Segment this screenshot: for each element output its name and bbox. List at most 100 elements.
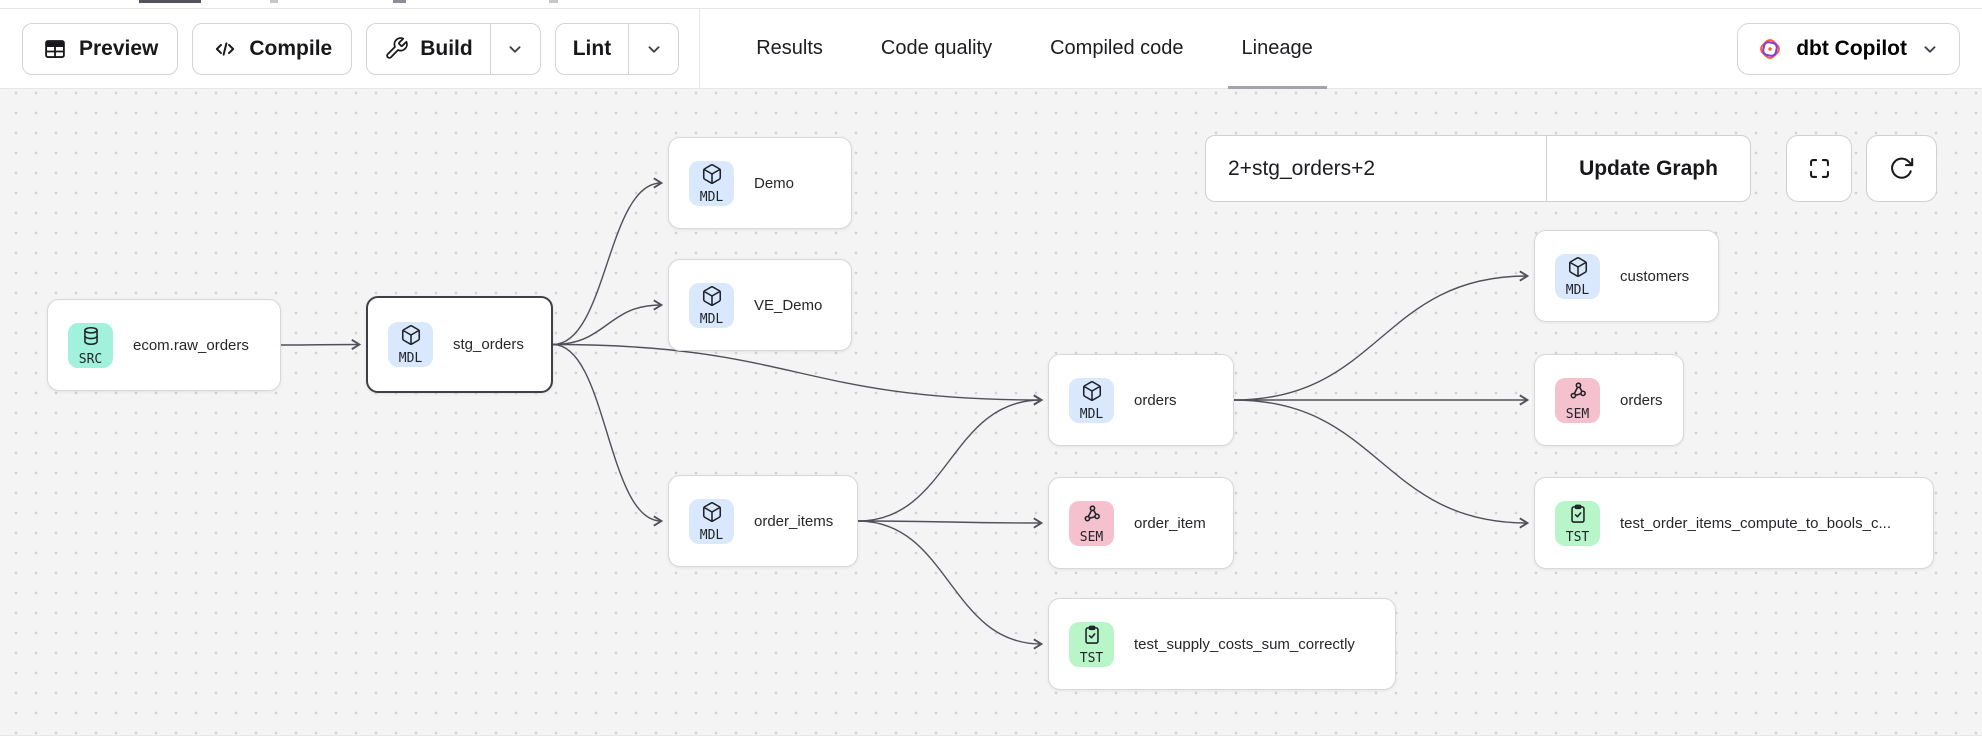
dbt-copilot-label: dbt Copilot <box>1796 36 1907 60</box>
lint-button-label: Lint <box>572 36 612 60</box>
code-icon <box>212 36 238 62</box>
lineage-node-stg_orders[interactable]: MDL stg_orders <box>366 296 553 393</box>
chevron-down-icon <box>643 38 665 60</box>
build-button[interactable]: Build <box>367 24 490 74</box>
lineage-node-VE_Demo[interactable]: MDL VE_Demo <box>668 259 852 351</box>
node-label: VE_Demo <box>754 296 823 314</box>
cube-icon <box>701 163 723 190</box>
tab-code-quality[interactable]: Code quality <box>880 37 993 59</box>
mdl-badge: MDL <box>1069 377 1114 423</box>
top-strip-mark <box>270 0 278 3</box>
bottom-strip <box>0 735 1982 748</box>
build-dropdown-button[interactable] <box>489 23 540 74</box>
tab-results[interactable]: Results <box>756 37 823 59</box>
cube-icon <box>1567 256 1589 283</box>
badge-type-label: SEM <box>1565 406 1590 422</box>
mdl-badge: MDL <box>388 322 433 367</box>
edge-order_items-to-test_supply_costs_sum_correctly <box>857 520 1044 650</box>
dbt-copilot-button[interactable]: dbt Copilot <box>1737 22 1960 75</box>
lineage-selector-input[interactable] <box>1206 136 1546 201</box>
top-strip-mark <box>549 0 558 3</box>
edge-stg_orders-to-orders_model <box>552 343 1044 406</box>
lineage-node-test_order_items[interactable]: TST test_order_items_compute_to_bools_c..… <box>1534 477 1934 569</box>
test-icon <box>1081 624 1103 651</box>
node-label: ecom.raw_orders <box>133 336 249 354</box>
database-icon <box>80 325 102 352</box>
preview-button[interactable]: Preview <box>22 22 179 75</box>
cube-icon <box>400 324 422 351</box>
tst-badge: TST <box>1555 500 1600 546</box>
refresh-button[interactable] <box>1866 135 1937 202</box>
lint-dropdown-button[interactable] <box>628 23 678 74</box>
edge-ecom_raw_orders-to-stg_orders <box>280 339 362 350</box>
edge-stg_orders-to-order_items <box>552 343 664 527</box>
node-label: customers <box>1620 267 1690 285</box>
badge-type-label: TST <box>1565 529 1590 545</box>
lint-button[interactable]: Lint <box>556 24 628 74</box>
node-label: orders <box>1620 391 1663 409</box>
fullscreen-button[interactable] <box>1786 135 1852 202</box>
top-strip-mark <box>393 0 406 3</box>
compile-button[interactable]: Compile <box>192 22 353 75</box>
test-icon <box>1567 503 1589 530</box>
results-tab-bar: Results Code quality Compiled code Linea… <box>756 9 1327 89</box>
fullscreen-icon <box>1806 155 1833 182</box>
edge-order_items-to-orders_model <box>857 394 1044 522</box>
top-strip <box>0 0 1982 9</box>
refresh-icon <box>1888 155 1915 182</box>
node-label: test_supply_costs_sum_correctly <box>1134 635 1355 653</box>
wrench-icon <box>384 36 409 61</box>
lint-button-group: Lint <box>554 22 680 75</box>
sem-badge: SEM <box>1069 500 1114 546</box>
toolbar-divider <box>699 8 701 89</box>
edge-stg_orders-to-VE_Demo <box>552 299 664 346</box>
sem-badge: SEM <box>1555 377 1600 423</box>
tab-compiled-code[interactable]: Compiled code <box>1050 37 1184 59</box>
table-icon <box>42 36 68 62</box>
lineage-edges <box>280 177 1530 650</box>
lineage-node-ecom_raw_orders[interactable]: SRC ecom.raw_orders <box>47 299 281 391</box>
chevron-down-icon <box>1919 38 1941 60</box>
update-graph-button[interactable]: Update Graph <box>1579 156 1718 180</box>
lineage-node-orders_semantic[interactable]: SEM orders <box>1534 354 1684 446</box>
node-label: order_items <box>754 512 834 530</box>
preview-button-label: Preview <box>79 36 159 60</box>
node-label: test_order_items_compute_to_bools_c... <box>1620 514 1891 532</box>
src-badge: SRC <box>68 322 113 368</box>
cube-icon <box>701 285 723 312</box>
dbt-copilot-icon <box>1756 35 1784 63</box>
mdl-badge: MDL <box>1555 253 1600 299</box>
edge-order_items-to-order_item <box>857 517 1044 529</box>
build-button-group: Build <box>366 22 541 75</box>
cube-icon <box>1081 380 1103 407</box>
badge-type-label: MDL <box>699 527 724 543</box>
build-button-label: Build <box>420 36 473 60</box>
badge-type-label: MDL <box>699 189 724 205</box>
toolbar: Preview Compile Build <box>0 8 1982 89</box>
semantic-layer-icon <box>1567 380 1589 407</box>
badge-type-label: SRC <box>78 351 103 367</box>
lineage-node-order_items[interactable]: MDL order_items <box>668 475 858 567</box>
chevron-down-icon <box>504 38 526 60</box>
filter-divider <box>1546 136 1547 201</box>
lineage-node-test_supply_costs_sum_correctly[interactable]: TST test_supply_costs_sum_correctly <box>1048 598 1396 690</box>
mdl-badge: MDL <box>689 282 734 328</box>
lineage-filter-bar: Update Graph <box>1205 135 1751 202</box>
badge-type-label: MDL <box>699 311 724 327</box>
badge-type-label: SEM <box>1079 529 1104 545</box>
edge-orders_model-to-test_order_items <box>1233 399 1530 529</box>
node-label: stg_orders <box>453 336 524 353</box>
node-label: orders <box>1134 391 1177 409</box>
badge-type-label: MDL <box>1565 282 1590 298</box>
badge-type-label: TST <box>1079 650 1104 666</box>
lineage-node-orders_model[interactable]: MDL orders <box>1048 354 1234 446</box>
compile-button-label: Compile <box>249 36 333 60</box>
mdl-badge: MDL <box>689 160 734 206</box>
semantic-layer-icon <box>1081 503 1103 530</box>
cube-icon <box>701 501 723 528</box>
tab-lineage[interactable]: Lineage <box>1227 9 1327 89</box>
lineage-node-customers[interactable]: MDL customers <box>1534 230 1719 322</box>
